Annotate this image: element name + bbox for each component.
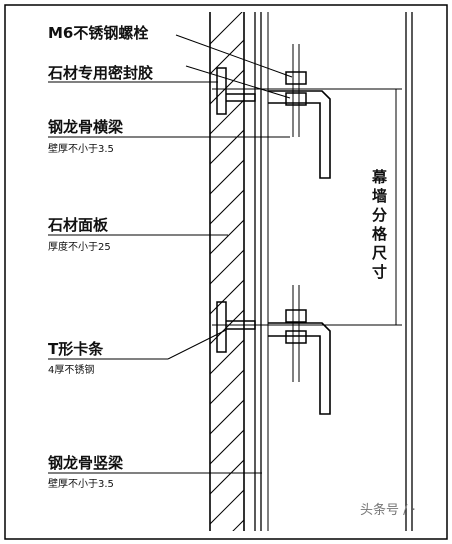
leader-lines: [48, 34, 293, 474]
dimension-char: 分: [372, 206, 387, 224]
hatch-line: [232, 519, 244, 531]
hatch-line: [210, 39, 244, 75]
watermark: 头条号 / ·: [360, 502, 416, 518]
leader-sealant-d: [185, 65, 291, 99]
leader-bolt: [175, 34, 293, 78]
stone-hatch: [210, 12, 244, 531]
upper-angle-bracket: [268, 90, 331, 179]
dimension-char: 格: [372, 225, 388, 243]
hatch-line: [210, 459, 244, 495]
lower-nut-bottom: [285, 330, 307, 344]
lower-nut-top: [285, 309, 307, 323]
outer-frame: [4, 4, 448, 540]
hatch-line: [210, 309, 244, 345]
label-t-strip: T形卡条: [48, 340, 104, 358]
note-crossbeam: 壁厚不小于3.5: [48, 142, 114, 155]
hatch-line: [210, 429, 244, 465]
note-column: 壁厚不小于3.5: [48, 477, 114, 490]
hatch-line: [210, 159, 244, 195]
lower-sealant-plate: [216, 301, 227, 353]
upper-nut-top: [285, 71, 307, 85]
lower-bracket-assembly: [212, 285, 400, 415]
hatch-line: [210, 189, 244, 225]
hatch-line: [210, 99, 244, 135]
hatch-line: [210, 339, 244, 375]
label-crossbeam: 钢龙骨横梁: [48, 118, 124, 136]
hatch-line: [210, 489, 244, 525]
dimension-char: 墙: [372, 187, 387, 205]
label-sealant: 石材专用密封胶: [47, 64, 153, 82]
label-bolt: M6不锈钢螺栓: [48, 24, 148, 42]
hatch-line: [210, 69, 244, 105]
upper-bracket-assembly: [212, 44, 400, 179]
dimension-char: 尺: [372, 244, 387, 262]
steel-column: [254, 12, 269, 531]
dimension-label: 幕墙分格尺寸: [371, 168, 388, 281]
upper-t-strip: [226, 93, 256, 102]
label-stone-panel: 石材面板: [47, 216, 109, 234]
note-stone-panel: 厚度不小于25: [48, 240, 111, 253]
hatch-line: [210, 369, 244, 405]
stone-panel: [209, 12, 245, 531]
hatch-line: [210, 279, 244, 315]
wall-lines: [405, 12, 413, 531]
hatch-line: [210, 249, 244, 285]
hatch-line: [210, 219, 244, 255]
note-t-strip: 4厚不锈钢: [48, 363, 94, 376]
hatch-line: [210, 129, 244, 165]
dimension-char: 幕: [371, 168, 388, 186]
label-column: 钢龙骨竖梁: [48, 454, 124, 472]
lower-t-strip: [226, 320, 256, 330]
dimension-char: 寸: [372, 263, 387, 281]
module-dimension: 幕墙分格尺寸: [368, 88, 402, 326]
hatch-line: [210, 12, 243, 45]
leader-t-strip-d: [167, 329, 227, 360]
lower-angle-bracket: [268, 322, 331, 415]
hatch-line: [210, 399, 244, 435]
upper-sealant-plate: [216, 67, 227, 115]
upper-nut-bottom: [285, 92, 307, 106]
